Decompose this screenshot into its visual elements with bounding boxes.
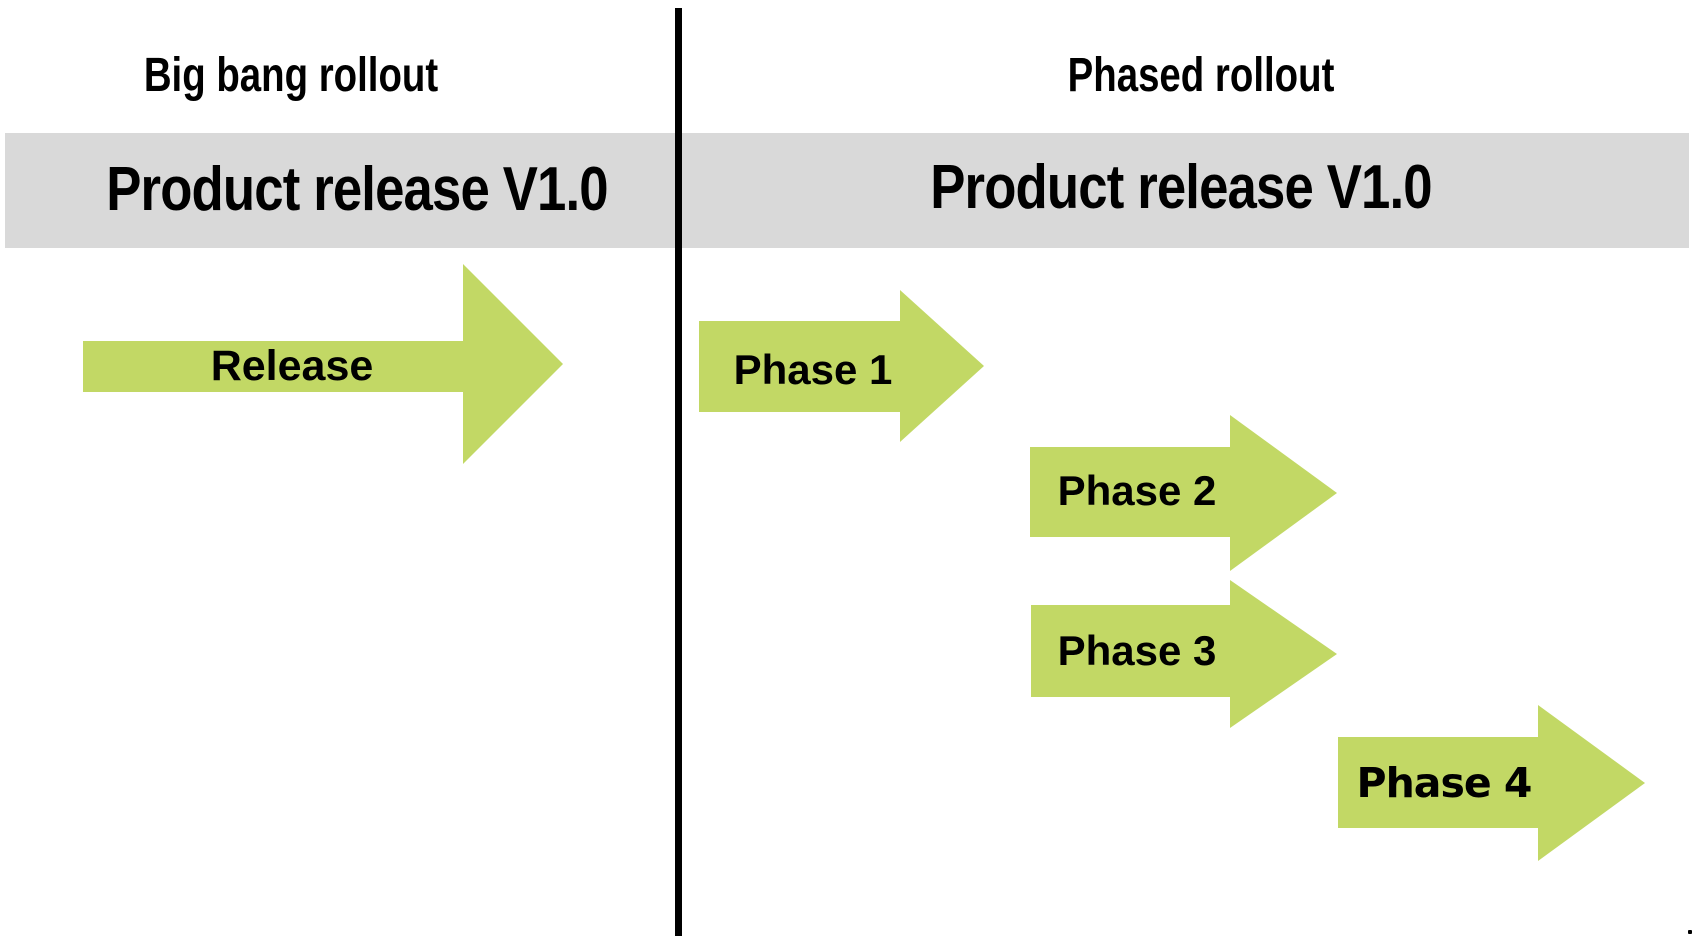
phase-3-arrow-label: Phase 3: [1057, 627, 1217, 674]
phase-1-arrow-label: Phase 1: [733, 346, 893, 393]
phase-4-arrow-label: Phase 4: [1356, 759, 1533, 807]
stray-dot: [1688, 930, 1692, 934]
arrow-head-icon: [463, 264, 563, 464]
arrow-shaft: [699, 321, 900, 412]
product-release-banner: Product release V1.0 Product release V1.…: [5, 133, 1689, 248]
phase-2-arrow: Phase 2: [1030, 415, 1337, 572]
right-panel-title: Phased rollout: [1067, 49, 1335, 102]
arrow-shaft: [1030, 447, 1230, 537]
panel-divider-line: [675, 8, 682, 936]
arrow-head-icon: [900, 290, 984, 442]
arrow-shaft: [83, 341, 463, 392]
left-panel-title: Big bang rollout: [143, 49, 439, 102]
phase-1-arrow: Phase 1: [699, 290, 984, 443]
arrow-head-icon: [1230, 580, 1337, 728]
arrow-shaft: [1338, 737, 1538, 828]
arrow-head-icon: [1538, 705, 1645, 861]
left-banner-label: Product release V1.0: [106, 155, 608, 224]
arrow-shaft: [1031, 605, 1230, 697]
phase-4-arrow: Phase 4: [1338, 705, 1645, 862]
phase-2-arrow-label: Phase 2: [1057, 467, 1217, 514]
release-arrow: Release: [83, 264, 563, 464]
release-arrow-label: Release: [210, 342, 374, 390]
phase-3-arrow: Phase 3: [1031, 580, 1337, 728]
right-banner-label: Product release V1.0: [930, 153, 1432, 222]
arrow-head-icon: [1230, 415, 1337, 571]
